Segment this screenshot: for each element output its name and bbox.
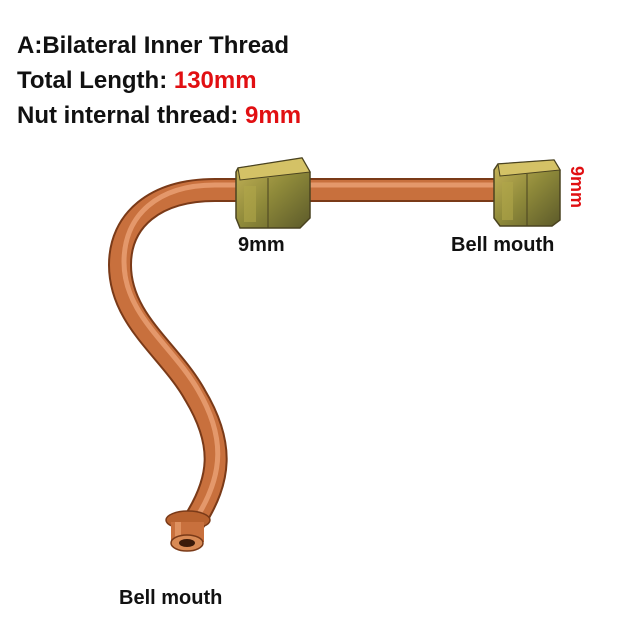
right-end-label: Bell mouth (451, 234, 555, 256)
right-nut (493, 159, 561, 227)
spec-total-length: Total Length: 130mm (17, 63, 301, 98)
spec-text-block: A:Bilateral Inner Thread Total Length: 1… (17, 28, 301, 133)
spec-nut-thread-value: 9mm (245, 102, 302, 129)
left-nut-label: 9mm (238, 234, 285, 256)
spec-nut-thread: Nut internal thread: 9mm (17, 98, 301, 133)
left-nut (235, 157, 311, 229)
bottom-bell-mouth (165, 510, 211, 552)
right-nut-size-label: 9mm (567, 166, 587, 209)
spec-total-length-label: Total Length: (17, 67, 168, 94)
spec-total-length-value: 130mm (173, 67, 257, 94)
bottom-end-label: Bell mouth (119, 587, 223, 609)
copper-pipe (107, 178, 517, 532)
spec-nut-thread-label: Nut internal thread: (17, 102, 239, 129)
spec-title: A:Bilateral Inner Thread (17, 32, 290, 59)
